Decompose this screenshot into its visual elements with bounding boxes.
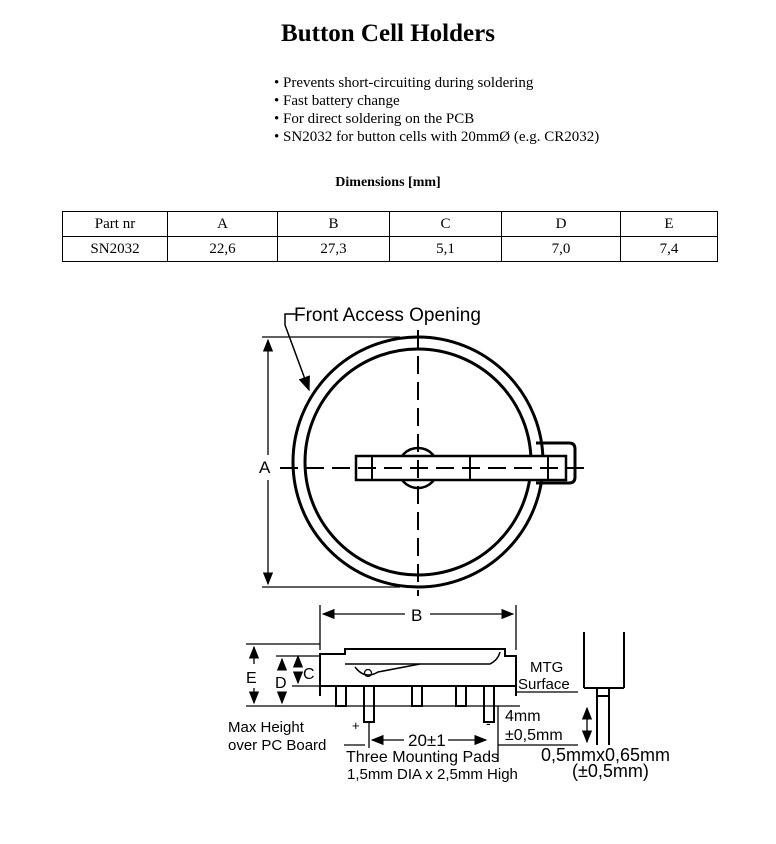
pads-line2: 1,5mm DIA x 2,5mm High [347, 766, 518, 783]
max-height-line2: over PC Board [228, 737, 326, 754]
dimensions-table: Part nr A B C D E SN2032 22,6 27,3 5,1 7… [62, 211, 718, 262]
table-cell: 7,4 [620, 236, 718, 262]
feature-item: Fast battery change [274, 92, 599, 110]
page-title: Button Cell Holders [281, 20, 495, 47]
label-d: D [275, 675, 287, 692]
table-header-row: Part nr A B C D E [62, 211, 718, 237]
table-header-cell: A [167, 211, 278, 237]
dimension-a [262, 336, 400, 588]
twenty-label: 20±1 [408, 731, 446, 750]
mtg-label: MTG [530, 659, 563, 676]
feature-item: For direct soldering on the PCB [274, 110, 599, 128]
four-mm-label: 4mm [505, 708, 541, 725]
table-cell: 27,3 [277, 236, 390, 262]
side-body [319, 648, 517, 696]
front-access-leader [284, 313, 310, 392]
table-row: SN2032 22,6 27,3 5,1 7,0 7,4 [62, 236, 718, 262]
minus-label: - [486, 715, 491, 731]
pin-detail [583, 632, 625, 745]
holder-tab [536, 441, 577, 485]
table-header-cell: C [389, 211, 502, 237]
surface-label: Surface [518, 676, 570, 693]
max-height-line1: Max Height [228, 719, 305, 736]
side-pins [335, 685, 495, 723]
label-a: A [259, 458, 271, 477]
top-view [291, 335, 577, 589]
pin-size-line1: 0,5mmx0,65mm [541, 745, 670, 765]
dimensions-heading: Dimensions [mm] [335, 175, 441, 190]
plus-label: + [352, 718, 360, 733]
dimension-4mm [497, 706, 593, 762]
feature-item: SN2032 for button cells with 20mmØ (e.g.… [274, 128, 599, 146]
table-cell: 22,6 [167, 236, 278, 262]
table-header-cell: E [620, 211, 718, 237]
tolerance-label: ±0,5mm [505, 727, 563, 744]
table-cell: 5,1 [389, 236, 502, 262]
front-access-label: Front Access Opening [294, 305, 481, 326]
feature-list: Prevents short-circuiting during solderi… [274, 74, 599, 146]
pin-size-line2: (±0,5mm) [572, 761, 649, 781]
dimension-c [292, 654, 320, 687]
center-lines [280, 330, 584, 596]
label-c: C [303, 666, 315, 683]
dimension-20 [368, 722, 488, 748]
technical-drawing: A Front Access Opening B E [228, 305, 670, 783]
table-header-cell: D [501, 211, 621, 237]
label-b: B [411, 606, 422, 625]
table-cell: 7,0 [501, 236, 621, 262]
pads-line1: Three Mounting Pads [346, 749, 499, 766]
table-cell: SN2032 [62, 236, 168, 262]
label-e: E [246, 670, 257, 687]
table-header-cell: Part nr [62, 211, 168, 237]
table-header-cell: B [277, 211, 390, 237]
feature-item: Prevents short-circuiting during solderi… [274, 74, 599, 92]
dimension-b [319, 605, 517, 650]
